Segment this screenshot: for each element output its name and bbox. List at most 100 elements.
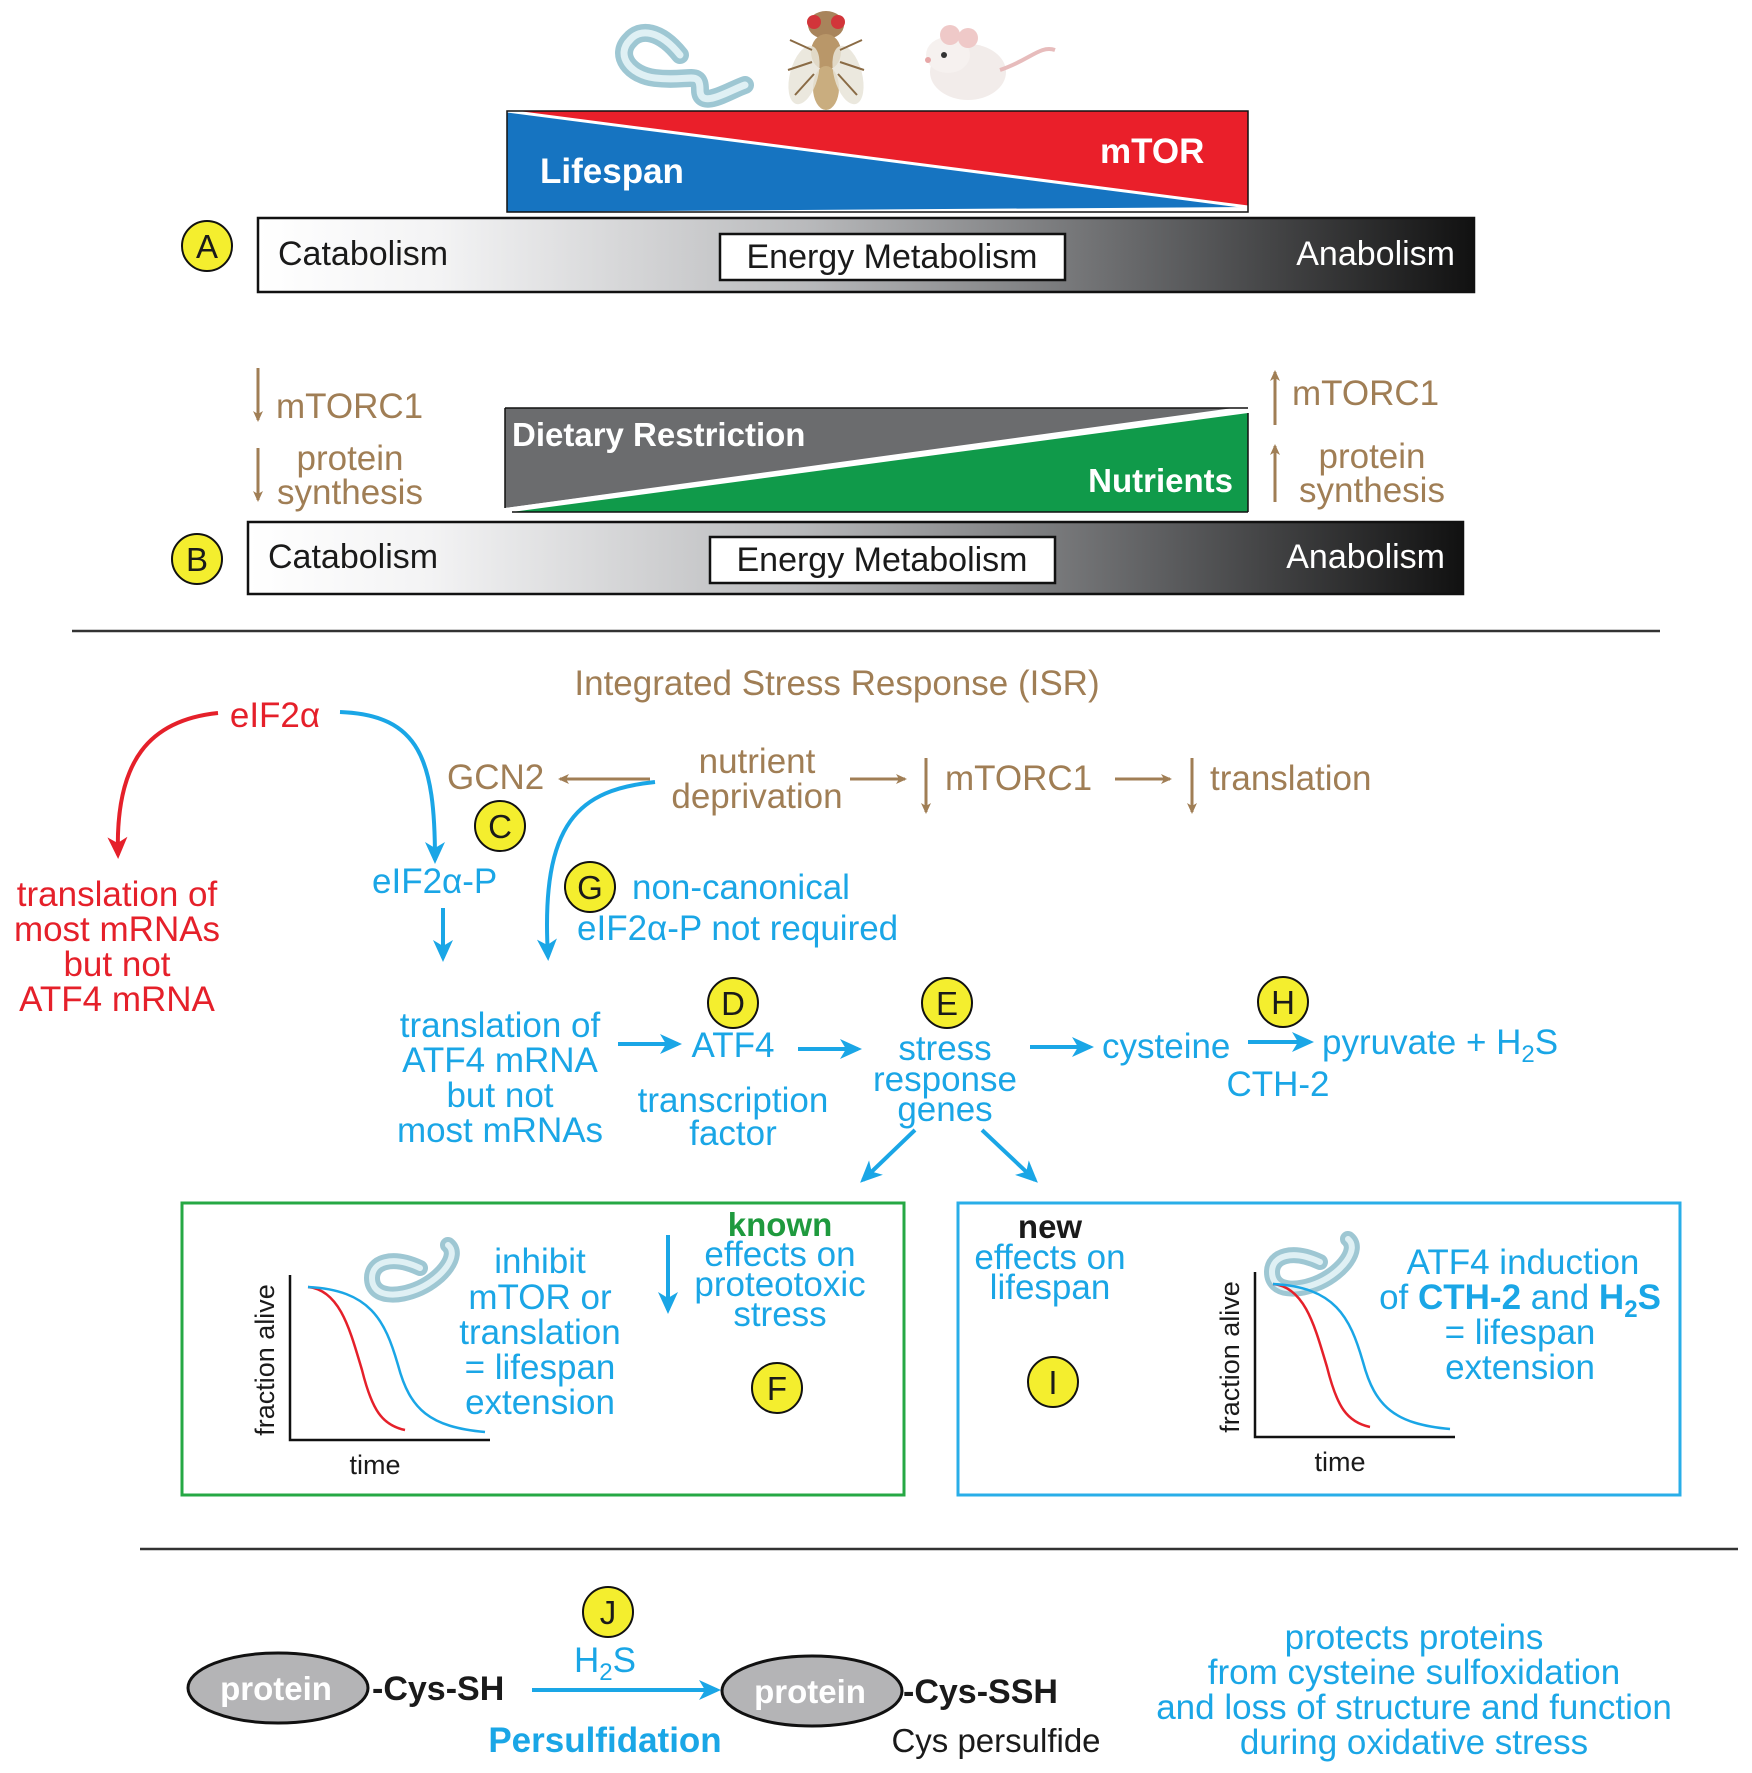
cys-persulfide-label: Cys persulfide xyxy=(891,1722,1100,1759)
anabolism-label-b: Anabolism xyxy=(1286,538,1445,576)
svg-text:time: time xyxy=(1314,1447,1365,1477)
atf4-translation-line4: most mRNAs xyxy=(397,1111,603,1150)
cysteine-label: cysteine xyxy=(1102,1027,1230,1066)
fly-icon xyxy=(787,11,865,110)
new-effects-line2: lifespan xyxy=(990,1268,1111,1307)
atf4-induction-line3: = lifespan xyxy=(1445,1313,1596,1352)
worm-icon xyxy=(615,24,754,108)
protein-synthesis-up-right: protein synthesis xyxy=(1270,437,1445,510)
to-known-box-arrow xyxy=(860,1128,917,1183)
cys-sh-label: -Cys-SH xyxy=(372,1670,504,1708)
protects-line2: from cysteine sulfoxidation xyxy=(1208,1653,1620,1692)
survival-curve-extended xyxy=(1272,1282,1451,1431)
noncanonical-arrow xyxy=(536,780,656,961)
nutrients-label: Nutrients xyxy=(1088,462,1233,499)
energy-metabolism-box-b xyxy=(708,535,1057,585)
worm-icon xyxy=(1263,1231,1360,1297)
protects-line4: during oxidative stress xyxy=(1240,1723,1588,1762)
protein-left: protein xyxy=(186,1651,370,1725)
inhibit-line1: inhibit xyxy=(494,1242,586,1281)
survival-curve-control xyxy=(1272,1282,1371,1429)
new-label: new xyxy=(1018,1208,1083,1245)
eif2a-blue-arrow xyxy=(339,710,445,864)
worm-icon xyxy=(363,1237,460,1303)
badge-g: G xyxy=(564,861,616,913)
badge-j: J xyxy=(582,1586,634,1638)
energy-metabolism-label-b: Energy Metabolism xyxy=(736,541,1027,579)
new-effects-line1: effects on xyxy=(974,1238,1125,1277)
protects-line1: protects proteins xyxy=(1285,1618,1544,1657)
mtor-label: mTOR xyxy=(1100,132,1204,171)
mtorc1-down-left: mTORC1 xyxy=(253,368,423,426)
gcn2-label: GCN2 xyxy=(447,758,544,797)
svg-text:protein: protein xyxy=(754,1673,866,1710)
known-effects-line1: effects on xyxy=(704,1235,855,1274)
known-effects-box xyxy=(180,1201,906,1497)
svg-text:A: A xyxy=(196,228,218,265)
inhibit-line4: = lifespan xyxy=(465,1348,616,1387)
survival-curve-control xyxy=(307,1285,406,1432)
atf4-translation-line3: but not xyxy=(446,1076,553,1115)
svg-text:J: J xyxy=(600,1594,617,1631)
new-effects-box xyxy=(956,1201,1682,1497)
stress-genes-line2: response xyxy=(873,1060,1017,1099)
svg-text:time: time xyxy=(349,1450,400,1480)
persulfidation-label: Persulfidation xyxy=(488,1721,721,1760)
svg-text:synthesis: synthesis xyxy=(1299,471,1445,510)
pyruvate-h2s-label: pyruvate + H2S xyxy=(1322,1023,1558,1068)
eif2a-label: eIF2α xyxy=(230,696,320,735)
svg-text:B: B xyxy=(186,541,208,578)
energy-metabolism-label-a: Energy Metabolism xyxy=(746,238,1037,276)
svg-text:H: H xyxy=(1271,984,1295,1021)
badge-i: I xyxy=(1027,1356,1079,1408)
protein-synthesis-down-left: protein synthesis xyxy=(253,439,423,512)
svg-text:fraction alive: fraction alive xyxy=(1215,1281,1245,1433)
dietary-restriction-label: Dietary Restriction xyxy=(512,416,805,453)
eif2a-red-arrow xyxy=(107,711,219,859)
badge-a: A xyxy=(181,220,233,272)
survival-plot-known: fraction alive time xyxy=(250,1275,490,1480)
atf4-label: ATF4 xyxy=(692,1026,775,1065)
cys-ssh-label: -Cys-SSH xyxy=(903,1673,1058,1711)
atf4-induction-line1: ATF4 induction xyxy=(1407,1243,1640,1282)
cth2-label: CTH-2 xyxy=(1226,1065,1329,1104)
known-effects-line2: proteotoxic xyxy=(694,1265,865,1304)
svg-text:protein: protein xyxy=(1318,437,1425,476)
lifespan-label: Lifespan xyxy=(540,152,684,191)
red-outcome-line2: most mRNAs xyxy=(14,910,220,949)
to-new-box-arrow xyxy=(980,1128,1038,1183)
nutrient-deprivation-line2: deprivation xyxy=(671,777,842,816)
svg-text:I: I xyxy=(1048,1364,1057,1401)
protects-line3: and loss of structure and function xyxy=(1156,1688,1672,1727)
svg-text:F: F xyxy=(767,1370,787,1407)
mtorc1-isr-label: mTORC1 xyxy=(945,759,1092,798)
badge-c: C xyxy=(474,800,526,852)
atf4-translation-line2: ATF4 mRNA xyxy=(402,1041,598,1080)
red-outcome-line4: ATF4 mRNA xyxy=(19,980,215,1019)
stress-genes-line1: stress xyxy=(898,1029,991,1068)
h2s-label: H2S xyxy=(574,1641,636,1686)
badge-d: D xyxy=(707,977,759,1029)
survival-curve-extended xyxy=(307,1285,486,1434)
inhibit-line2: mTOR or xyxy=(468,1278,612,1317)
svg-text:C: C xyxy=(488,808,512,845)
isr-title: Integrated Stress Response (ISR) xyxy=(574,664,1099,703)
svg-text:protein: protein xyxy=(296,439,403,478)
svg-text:E: E xyxy=(936,985,958,1022)
not-required-label: eIF2α-P not required xyxy=(577,909,898,948)
red-outcome-line3: but not xyxy=(63,945,170,984)
badge-h: H xyxy=(1257,976,1309,1028)
eif2ap-label: eIF2α-P xyxy=(372,862,497,901)
svg-text:G: G xyxy=(577,869,603,906)
catabolism-label-a: Catabolism xyxy=(278,235,448,273)
badge-b: B xyxy=(171,533,223,585)
inhibit-line3: translation xyxy=(459,1313,620,1352)
svg-text:protein: protein xyxy=(220,1670,332,1707)
svg-text:fraction alive: fraction alive xyxy=(250,1284,280,1436)
svg-text:synthesis: synthesis xyxy=(277,473,423,512)
energy-metabolism-box-a xyxy=(718,232,1067,282)
svg-text:D: D xyxy=(721,985,745,1022)
anabolism-label-a: Anabolism xyxy=(1296,235,1455,273)
red-outcome-line1: translation of xyxy=(17,875,218,914)
